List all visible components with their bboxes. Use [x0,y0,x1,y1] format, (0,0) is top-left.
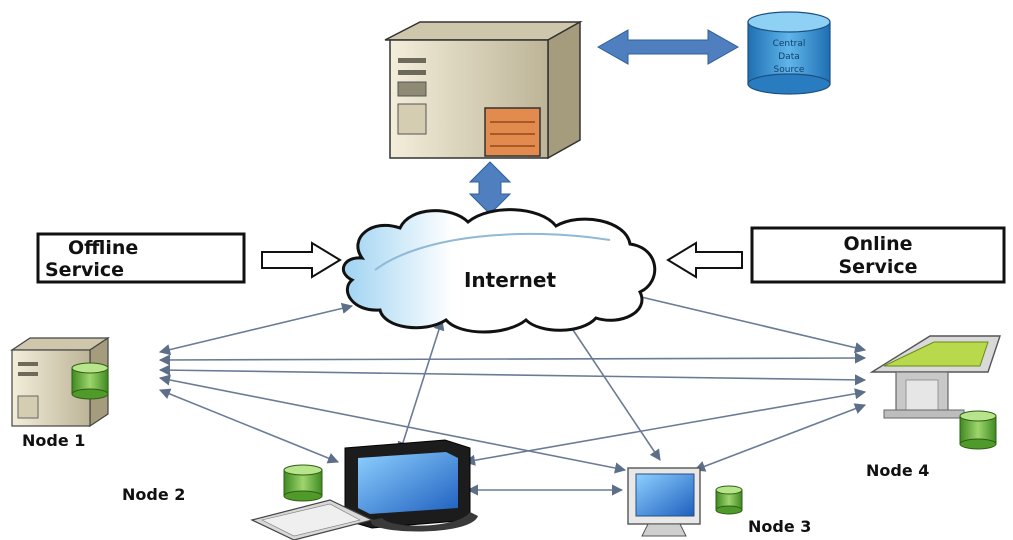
central-source-line-2: Data [778,52,800,62]
online-service-line-1: Online [843,233,912,255]
online-service-box: Online Service [750,226,1006,284]
node3-label: Node 3 [748,517,811,536]
internet-cloud-icon: Internet [341,208,657,334]
node2-database-icon [283,464,323,502]
offline-service-line-1: Offline [68,237,138,259]
link-node1-node4-b [158,364,867,386]
link-node1-node4 [158,352,867,366]
online-service-arrow [666,241,743,279]
node4-database-icon [959,410,997,450]
link-node1-internet [158,302,354,356]
central-data-source-icon: Central Data Source [747,11,831,95]
link-internet-node3 [564,317,661,461]
node2-computer-icon [250,439,478,540]
node2-label: Node 2 [122,485,185,504]
offline-service-line-2: Service [45,259,124,281]
link-node2-node4 [463,388,867,466]
central-source-line-3: Source [774,65,805,75]
node4-label: Node 4 [866,461,929,480]
internet-label: Internet [464,268,556,292]
node3-monitor-icon [627,467,701,537]
server-data-source-arrow [596,29,740,65]
link-internet-node2 [397,318,445,454]
node3-database-icon [715,485,743,515]
offline-service-box: Offline Service [36,232,246,284]
central-source-line-1: Central [773,39,806,49]
link-internet-node4 [618,288,867,354]
offline-service-arrow [261,241,342,279]
node1-database-icon [71,362,109,400]
online-service-line-2: Service [839,256,918,278]
node4-kiosk-icon [869,335,1001,419]
link-node3-node4 [693,403,867,472]
server-internet-arrow [468,161,512,215]
link-node1-node2 [158,388,340,464]
network-links [158,288,867,496]
node1-label: Node 1 [22,431,85,450]
central-server-icon [384,20,583,160]
